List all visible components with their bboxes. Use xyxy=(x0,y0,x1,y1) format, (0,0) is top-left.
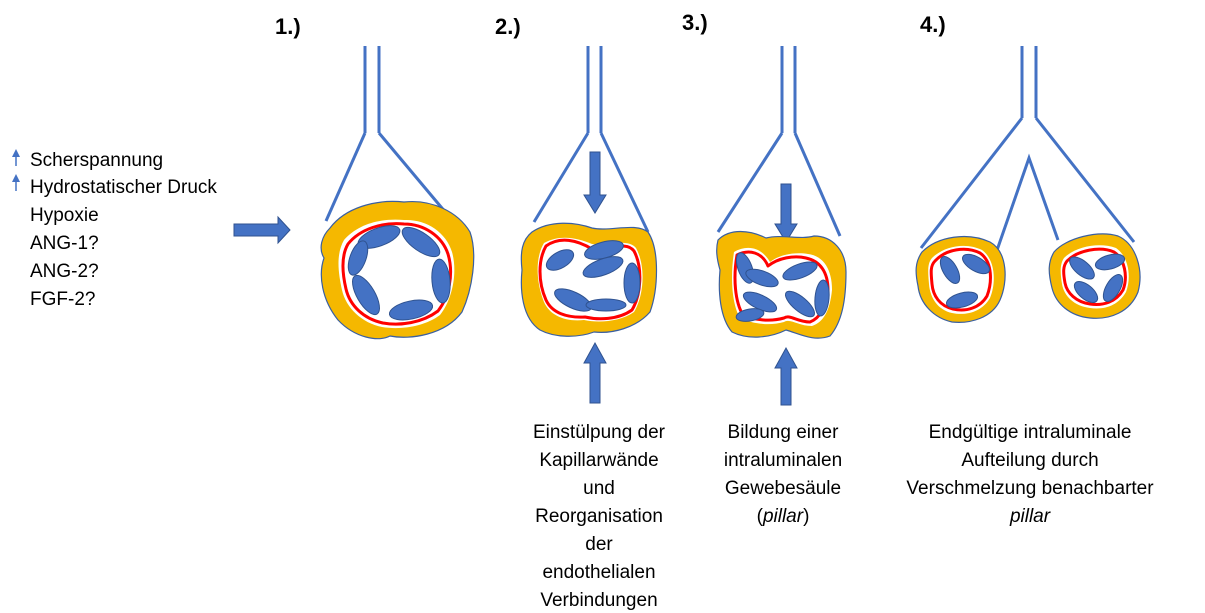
factor-hydrostatic-pressure: Hydrostatischer Druck xyxy=(30,177,217,198)
factor-hypoxia: Hypoxie xyxy=(30,205,99,226)
caption-line: Verbindungen xyxy=(540,590,657,611)
step-label-4: 4.) xyxy=(920,12,946,37)
endothelial-cell xyxy=(624,263,640,303)
caption-line: intraluminalen xyxy=(724,450,842,471)
caption-line: Kapillarwände xyxy=(539,450,658,471)
caption-pillar-term: pillar xyxy=(1009,506,1051,527)
caption-line: Reorganisation xyxy=(535,506,663,527)
factor-fgf-2: FGF-2? xyxy=(30,289,95,310)
caption-line: der xyxy=(585,534,613,555)
up-arrow-icon xyxy=(12,149,20,166)
right-arrow-icon xyxy=(234,217,290,243)
step-label-3: 3.) xyxy=(682,10,708,35)
caption-line: Einstülpung der xyxy=(533,422,666,443)
caption-step-3: Bildung einer intraluminalen Gewebesäule… xyxy=(724,422,842,527)
vessel-step-2 xyxy=(521,46,656,403)
factor-ang-2: ANG-2? xyxy=(30,261,99,282)
caption-line: endothelialen xyxy=(542,562,655,583)
factor-list: Scherspannung Hydrostatischer Druck Hypo… xyxy=(12,149,217,310)
caption-line: und xyxy=(583,478,615,499)
up-arrow-icon xyxy=(12,174,20,191)
vessel-step-1 xyxy=(321,46,474,339)
caption-pillar-term: pillar xyxy=(762,506,804,527)
vessel-step-4 xyxy=(916,46,1140,322)
caption-line: (pillar) xyxy=(757,506,810,527)
caption-line: Endgültige intraluminale xyxy=(929,422,1132,443)
up-arrow-icon xyxy=(584,343,606,403)
caption-line: Aufteilung durch xyxy=(961,450,1098,471)
caption-line: Bildung einer xyxy=(728,422,840,443)
caption-line: Gewebesäule xyxy=(725,478,841,499)
down-arrow-icon xyxy=(775,184,797,242)
step-label-1: 1.) xyxy=(275,14,301,39)
caption-step-2: Einstülpung der Kapillarwände und Reorga… xyxy=(533,422,666,611)
vessel-step-3 xyxy=(717,46,846,405)
caption-step-4: Endgültige intraluminale Aufteilung durc… xyxy=(906,422,1154,527)
caption-paren-close: ) xyxy=(803,506,809,527)
factor-ang-1: ANG-1? xyxy=(30,233,99,254)
up-arrow-icon xyxy=(775,348,797,405)
down-arrow-icon xyxy=(584,152,606,213)
endothelial-cell xyxy=(586,299,626,311)
factor-shear-stress: Scherspannung xyxy=(30,150,163,171)
caption-line: Verschmelzung benachbarter xyxy=(906,478,1154,499)
step-label-2: 2.) xyxy=(495,14,521,39)
